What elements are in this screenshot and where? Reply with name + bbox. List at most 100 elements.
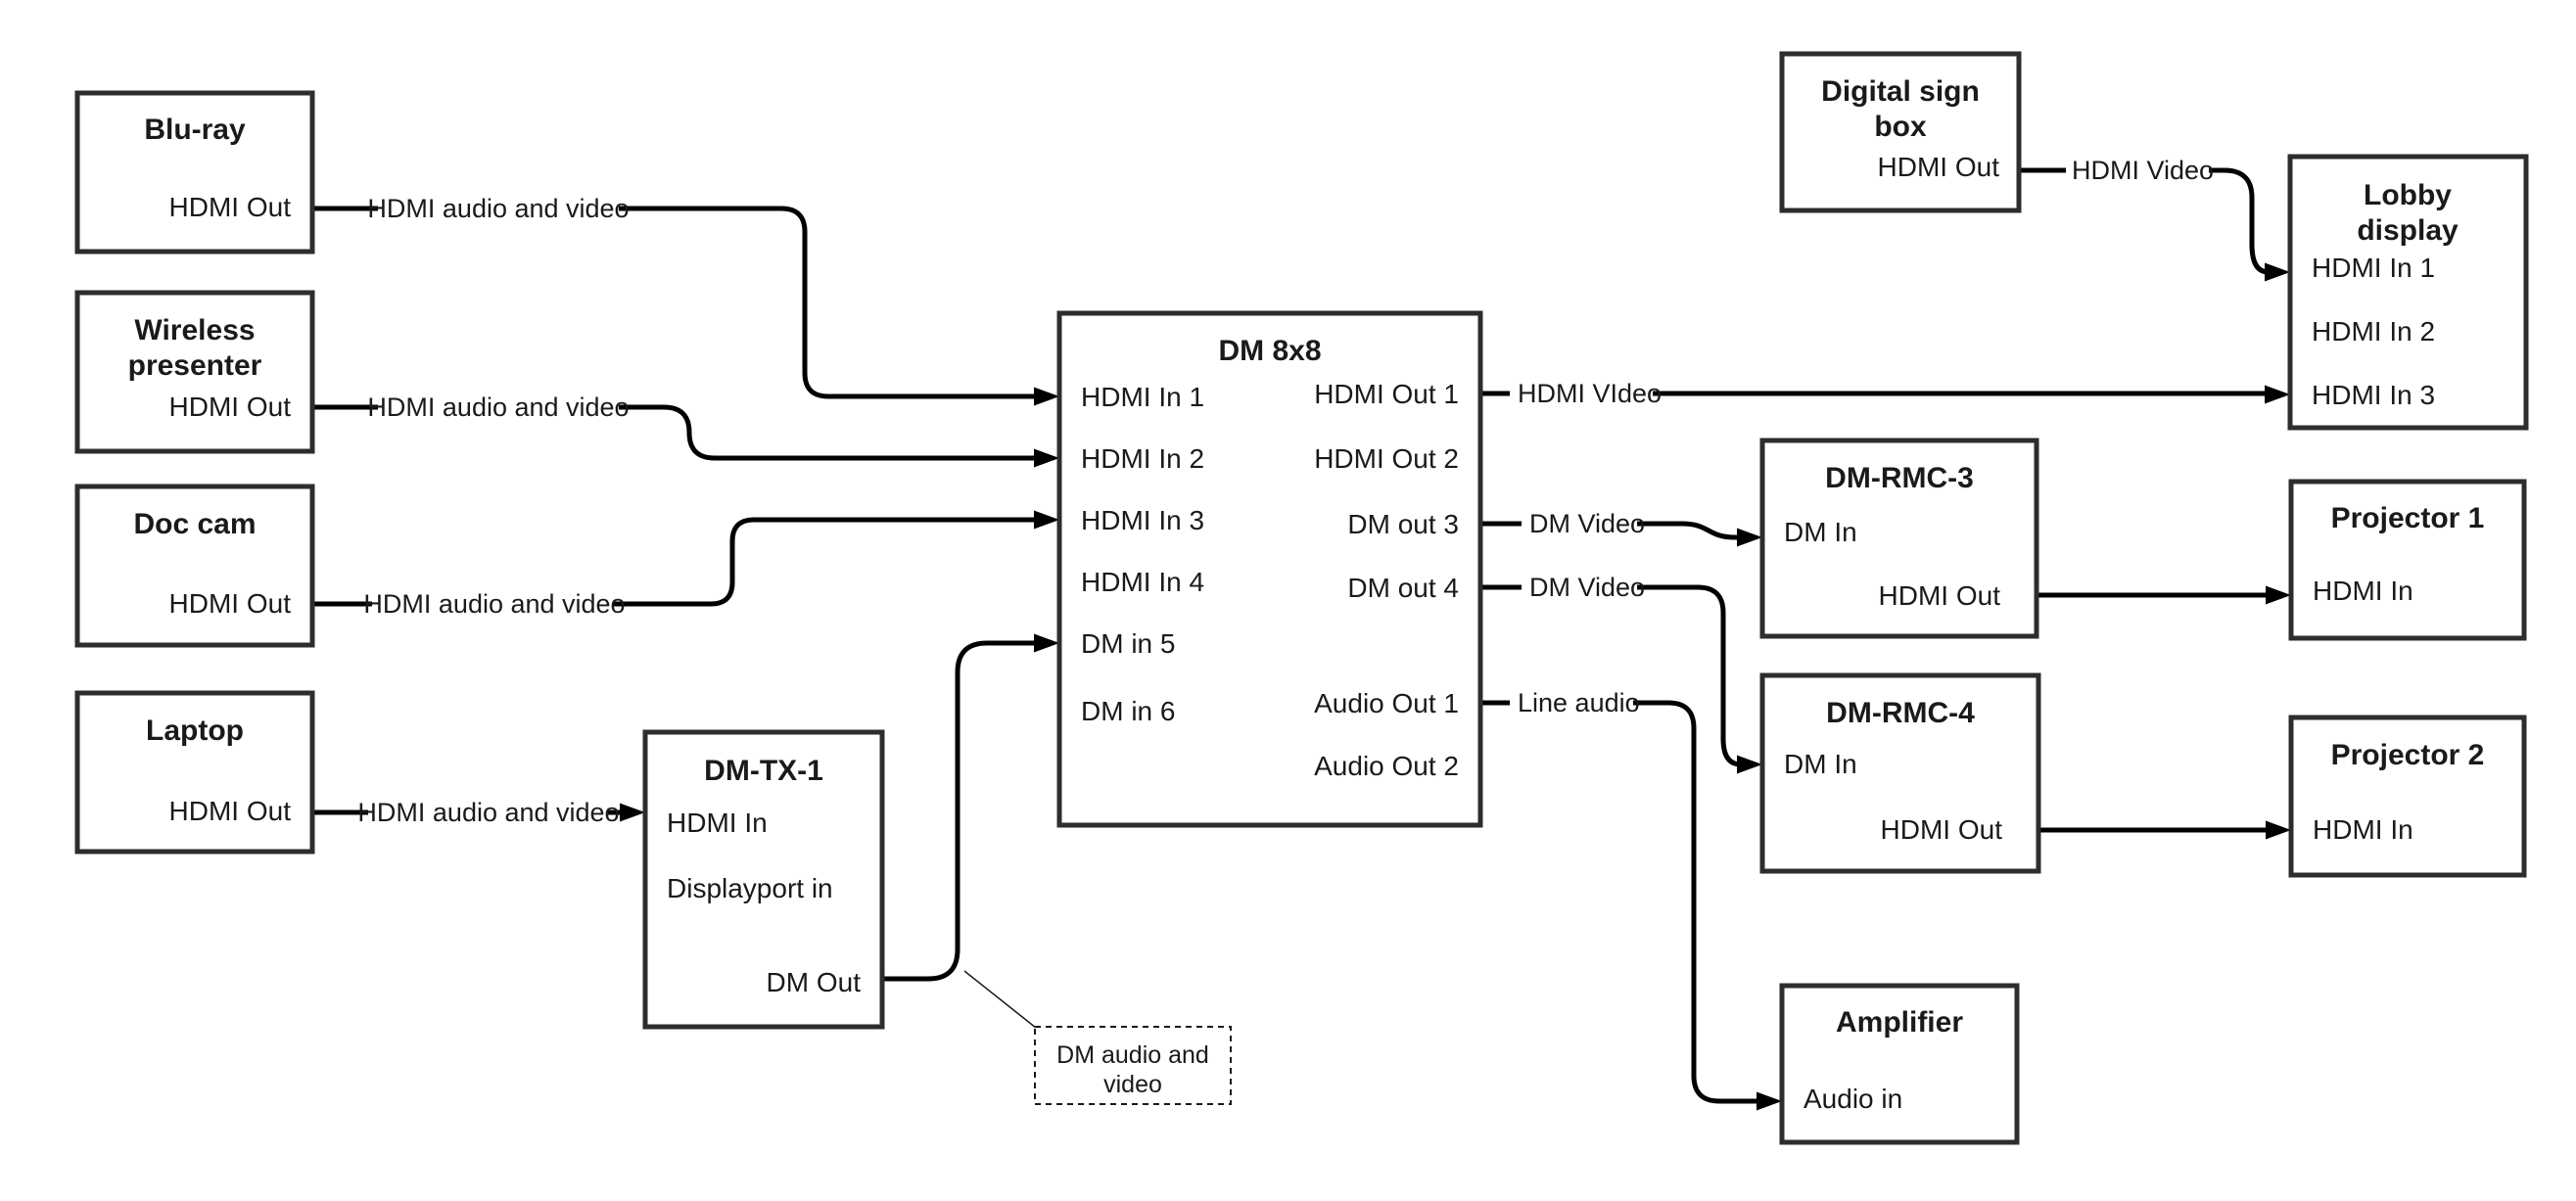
wire-laptop-to-dmtx1[interactable]: HDMI audio and video: [312, 798, 645, 827]
port-label-dm-out: DM Out: [767, 967, 862, 997]
node-wireless-presenter[interactable]: Wireless presenter HDMI Out: [74, 290, 315, 454]
wire-hdmi-out1-to-lobby[interactable]: HDMI VIdeo: [1480, 379, 2290, 408]
node-dmrmc4-box[interactable]: [1759, 672, 2041, 874]
callout-text-line1: DM audio and: [1056, 1041, 1209, 1069]
port-label-dm-in-6: DM in 6: [1081, 696, 1175, 726]
node-title-line2: display: [2357, 214, 2459, 247]
callout-box[interactable]: [1034, 1026, 1232, 1105]
callout-dm-audio-video[interactable]: DM audio and video: [963, 970, 1232, 1105]
wire-bluray-to-dm8x8[interactable]: HDMI audio and video: [312, 194, 1059, 406]
arrowhead-icon: [2265, 385, 2290, 404]
node-dm-tx-1[interactable]: DM-TX-1 HDMI In Displayport in DM Out: [642, 729, 885, 1030]
arrowhead-icon: [1034, 510, 1059, 530]
port-label-dm-in-5: DM in 5: [1081, 628, 1175, 659]
node-dm-rmc-4[interactable]: DM-RMC-4 DM In HDMI Out: [1759, 672, 2041, 874]
wire-segment[interactable]: [882, 640, 1036, 982]
node-dm-rmc-3[interactable]: DM-RMC-3 DM In HDMI Out: [1759, 438, 2039, 639]
node-projector-2[interactable]: Projector 2 HDMI In: [2288, 715, 2527, 878]
port-label-hdmi-in-2: HDMI In 2: [2312, 316, 2435, 346]
wire-segment[interactable]: [619, 404, 1036, 461]
node-dm8x8-box[interactable]: [1056, 310, 1483, 828]
port-label-hdmi-out: HDMI Out: [169, 392, 292, 422]
node-title: DM 8x8: [1218, 335, 1321, 367]
wire-dmrmc3-to-proj1[interactable]: [2037, 585, 2291, 605]
arrowhead-icon: [2266, 585, 2291, 605]
node-digital-sign-box[interactable]: Digital sign box HDMI Out: [1779, 51, 2022, 213]
node-doccam-box[interactable]: [74, 484, 315, 648]
wire-label: HDMI audio and video: [363, 589, 625, 619]
wire-dm-out4-to-dmrmc4[interactable]: DM Video: [1480, 573, 1762, 774]
wire-dm-out3-to-dmrmc3[interactable]: DM Video: [1480, 509, 1762, 547]
port-label-hdmi-in-1: HDMI In 1: [1081, 382, 1204, 412]
wire-label: DM Video: [1529, 509, 1645, 538]
port-label-audio-out-1: Audio Out 1: [1314, 688, 1459, 718]
node-proj2-box[interactable]: [2288, 715, 2527, 878]
wire-label: HDMI audio and video: [367, 194, 629, 223]
port-label-audio-out-2: Audio Out 2: [1314, 751, 1459, 781]
node-title-line1: Digital sign: [1821, 75, 1980, 108]
callout-text-line2: video: [1103, 1071, 1162, 1098]
node-digital-sign-box[interactable]: [1779, 51, 2022, 213]
port-label-displayport-in: Displayport in: [667, 873, 833, 903]
wire-dmtx1-to-dm8x8[interactable]: [882, 633, 1059, 982]
node-title: Blu-ray: [144, 114, 246, 146]
node-bluray[interactable]: Blu-ray HDMI Out: [74, 90, 315, 254]
port-label-hdmi-in-3: HDMI In 3: [2312, 380, 2435, 410]
node-doc-cam[interactable]: Doc cam HDMI Out: [74, 484, 315, 648]
wire-digital-sign-to-lobby[interactable]: HDMI Video: [2019, 156, 2290, 282]
node-laptop-box[interactable]: [74, 690, 315, 855]
arrowhead-icon: [1737, 755, 1762, 774]
node-title: Laptop: [146, 715, 244, 747]
port-label-dm-out-4: DM out 4: [1347, 573, 1459, 603]
node-dmrmc3-box[interactable]: [1759, 438, 2039, 639]
callout-leader-line: [963, 970, 1037, 1029]
port-label-hdmi-out: HDMI Out: [169, 796, 292, 826]
arrowhead-icon: [2265, 262, 2290, 282]
port-label-dm-in: DM In: [1784, 749, 1857, 779]
wire-doccam-to-dm8x8[interactable]: HDMI audio and video: [312, 510, 1059, 620]
node-title: Doc cam: [133, 508, 256, 540]
node-title: Projector 2: [2331, 739, 2485, 771]
arrowhead-icon: [1034, 448, 1059, 468]
wire-segment[interactable]: [1637, 584, 1742, 767]
wire-segment[interactable]: [613, 517, 1036, 607]
wire-segment[interactable]: [1637, 521, 1739, 540]
wire-segment[interactable]: [2209, 167, 2270, 275]
node-proj1-box[interactable]: [2288, 479, 2527, 641]
wire-label: Line audio: [1518, 688, 1640, 717]
wire-label: DM Video: [1529, 573, 1645, 602]
port-label-hdmi-in-1: HDMI In 1: [2312, 253, 2435, 283]
arrowhead-icon: [2266, 820, 2291, 840]
node-lobby-box[interactable]: [2287, 154, 2529, 431]
arrowhead-icon: [620, 803, 645, 822]
wire-segment[interactable]: [619, 206, 1036, 399]
wire-audio-out1-to-amplifier[interactable]: Line audio: [1480, 688, 1782, 1111]
node-wireless-box[interactable]: [74, 290, 315, 454]
port-label-hdmi-out-2: HDMI Out 2: [1314, 443, 1459, 474]
wire-dmrmc4-to-proj2[interactable]: [2038, 820, 2291, 840]
port-label-hdmi-in: HDMI In: [667, 808, 768, 838]
arrowhead-icon: [1737, 528, 1762, 547]
node-bluray-box[interactable]: [74, 90, 315, 254]
node-title-line1: Wireless: [134, 314, 255, 346]
node-title-line2: presenter: [128, 349, 262, 382]
node-projector-1[interactable]: Projector 1 HDMI In: [2288, 479, 2527, 641]
port-label-hdmi-out: HDMI Out: [169, 588, 292, 619]
node-lobby-display[interactable]: Lobby display HDMI In 1 HDMI In 2 HDMI I…: [2287, 154, 2529, 431]
port-label-hdmi-in: HDMI In: [2313, 576, 2413, 606]
port-label-hdmi-out-1: HDMI Out 1: [1314, 379, 1459, 409]
wire-label: HDMI audio and video: [367, 393, 629, 422]
wire-label: HDMI VIdeo: [1518, 379, 1662, 408]
node-title: Amplifier: [1836, 1006, 1963, 1039]
wire-label: HDMI audio and video: [357, 798, 619, 827]
node-dm-8x8[interactable]: DM 8x8 HDMI In 1 HDMI In 2 HDMI In 3 HDM…: [1056, 310, 1483, 828]
node-dmtx1-box[interactable]: [642, 729, 885, 1030]
node-laptop[interactable]: Laptop HDMI Out: [74, 690, 315, 855]
wire-segment[interactable]: [1633, 700, 1758, 1104]
port-label-hdmi-in-2: HDMI In 2: [1081, 443, 1204, 474]
node-amplifier[interactable]: Amplifier Audio in: [1779, 983, 2020, 1145]
port-label-hdmi-out: HDMI Out: [1878, 152, 2000, 182]
wire-wireless-to-dm8x8[interactable]: HDMI audio and video: [312, 393, 1059, 468]
node-amplifier-box[interactable]: [1779, 983, 2020, 1145]
